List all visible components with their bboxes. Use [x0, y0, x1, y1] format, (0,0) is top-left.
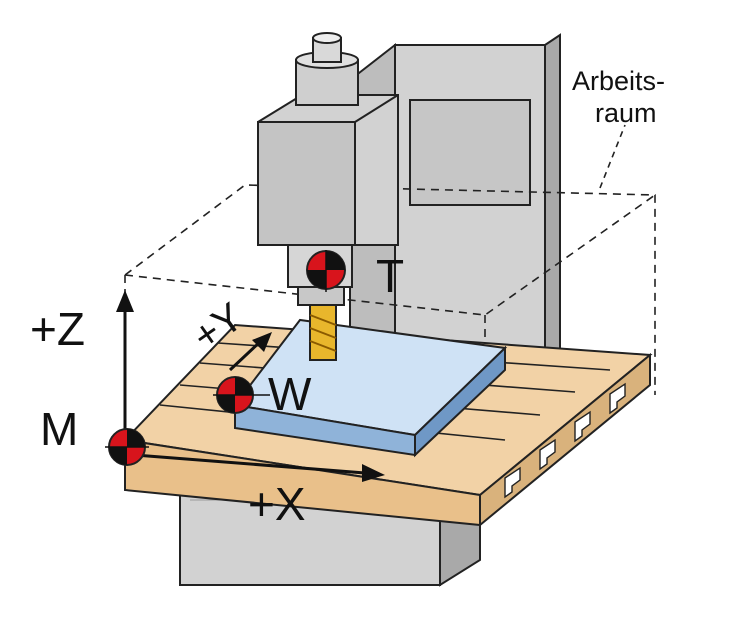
workspace-label-line1: Arbeits-	[572, 66, 665, 96]
workspace-leader	[599, 124, 626, 189]
axis-z	[116, 290, 134, 440]
workpiece	[233, 318, 508, 458]
axis-x-label: +X	[248, 478, 306, 530]
axis-y	[228, 332, 272, 372]
point-t-label: T	[376, 250, 404, 302]
marker-m	[105, 428, 149, 466]
axis-z-label: +Z	[30, 303, 85, 355]
point-w-label: W	[268, 368, 312, 420]
marker-t	[306, 250, 346, 292]
point-m-label: M	[40, 403, 78, 455]
axis-x	[134, 453, 385, 482]
spindle-head	[257, 32, 399, 306]
workspace-label-line2: raum	[595, 98, 657, 128]
marker-w	[213, 376, 270, 414]
milling-cutter	[309, 304, 337, 361]
